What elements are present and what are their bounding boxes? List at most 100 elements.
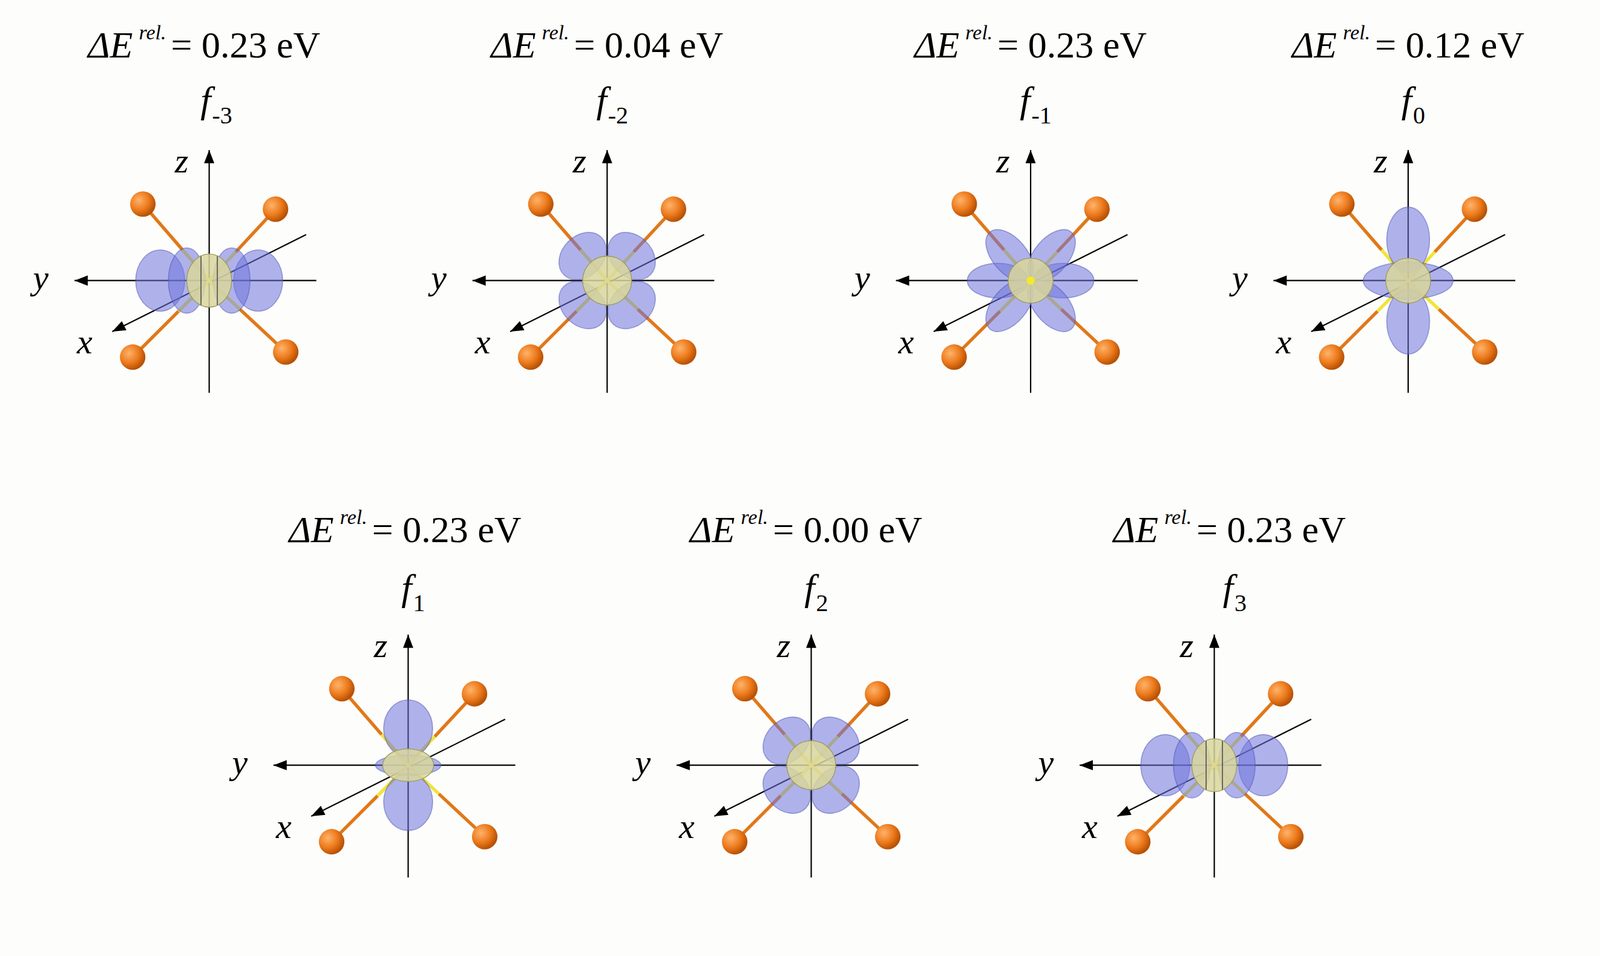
axis-label: x [1275,324,1292,360]
orbital-name: 0 [1413,101,1426,129]
orbital-core [186,254,232,308]
ligand-atom [528,191,554,217]
panel-illustration [273,634,516,878]
energy-label: ΔErel.= 0.00 eV [689,506,923,549]
panel-illustration [1273,150,1516,393]
ligand-atom [1135,675,1161,702]
ligand-atom [518,344,544,370]
orbital-label: f3 [1222,568,1247,616]
orbital-name: -3 [211,101,232,129]
energy-text: rel. [138,21,166,44]
orbital-name: f [200,78,211,120]
energy-text: ΔE [689,508,735,551]
ligand-atom [318,829,345,855]
axis-label: y [1038,744,1055,781]
axis-label: y [33,260,50,296]
orbital-name: f [1222,567,1234,609]
ligand-atom [875,824,901,850]
axis-label: z [996,143,1010,179]
nodal-line [216,255,218,305]
orbital-label: f-1 [1019,80,1052,128]
orbital-name: f [401,567,412,609]
energy-text: = 0.23 eV [170,24,321,66]
orbital-core [1008,258,1053,304]
ligand-atom [732,675,758,702]
axis-line [510,234,704,332]
axis-line [714,719,908,817]
energy-label: ΔErel.= 0.23 eV [87,22,321,65]
axis-arrowhead [806,634,817,649]
energy-text: = 0.23 eV [1196,508,1346,551]
axis-arrowhead [602,150,613,164]
axis-arrowhead [714,806,728,817]
ligand-atom [1084,196,1110,223]
axis-label: y [231,744,248,781]
axis-label: z [1180,628,1194,664]
ligand-atom [1462,196,1488,223]
energy-label: ΔErel.= 0.04 eV [490,22,724,65]
ligand-atom [262,196,289,223]
energy-text: ΔE [490,24,536,66]
axis-arrowhead [1079,760,1093,771]
orbital-name: -2 [608,101,629,129]
axis-line [1117,719,1311,817]
axis-label: z [777,628,791,664]
axis-line [111,234,306,332]
axis-label: z [174,143,189,179]
panel-illustration [1079,634,1322,878]
axis-arrowhead [203,150,215,164]
axis-arrowhead [403,634,414,649]
axis-arrowhead [1117,806,1132,817]
axis-label: y [634,744,651,781]
ligand-atom [1471,339,1498,365]
orbital-name: f [1019,78,1030,120]
axis-arrowhead [1025,150,1037,164]
ligand-atom [119,344,146,370]
orbital-label: f1 [401,568,425,616]
axis-arrowhead [74,275,88,286]
ligand-atom [1124,829,1151,855]
axis-label: z [1373,143,1388,179]
orbital-name: -1 [1031,101,1052,129]
orbital-name: 3 [1234,589,1247,617]
ligand-atom [1278,824,1304,850]
ligand-atom [461,681,488,707]
orbital-name: 2 [816,589,829,617]
energy-text: rel. [1164,505,1192,528]
energy-text: rel. [1342,21,1371,44]
ligand-atom [1094,339,1120,365]
ligand-atom [1318,344,1345,370]
energy-label: ΔErel.= 0.23 eV [288,506,522,549]
orbital-label: f0 [1401,80,1426,128]
axis-arrowhead [896,275,910,286]
nodal-line [1205,740,1207,790]
energy-text: ΔE [1113,508,1159,551]
panel-illustration [896,150,1139,393]
axis-arrowhead [676,760,690,771]
energy-label: ΔErel.= 0.23 eV [1113,506,1346,549]
ligand-atom [721,829,748,855]
panel-illustration [472,150,715,393]
energy-text: ΔE [1291,24,1337,66]
axis-arrowhead [111,321,126,332]
ligand-atom [1267,681,1294,707]
energy-text: = 0.23 eV [372,508,522,551]
panel-illustration [74,150,317,393]
axis-label: x [475,324,491,360]
axis-arrowhead [1403,150,1414,164]
axis-label: y [1232,260,1248,296]
axis-line [933,234,1128,332]
ligand-atom [671,339,697,365]
axis-label: y [854,260,871,296]
energy-text: rel. [340,505,368,528]
energy-text: = 0.00 eV [772,508,923,551]
ligand-atom [660,196,687,223]
orbital-name: f [596,78,607,120]
energy-text: = 0.23 eV [997,24,1147,66]
axis-arrowhead [1311,321,1326,332]
orbital-name: f [1401,78,1412,120]
ligand-atom [864,681,891,707]
energy-text: ΔE [87,24,133,66]
axis-arrowhead [933,321,948,332]
axis-label: x [1081,809,1098,845]
